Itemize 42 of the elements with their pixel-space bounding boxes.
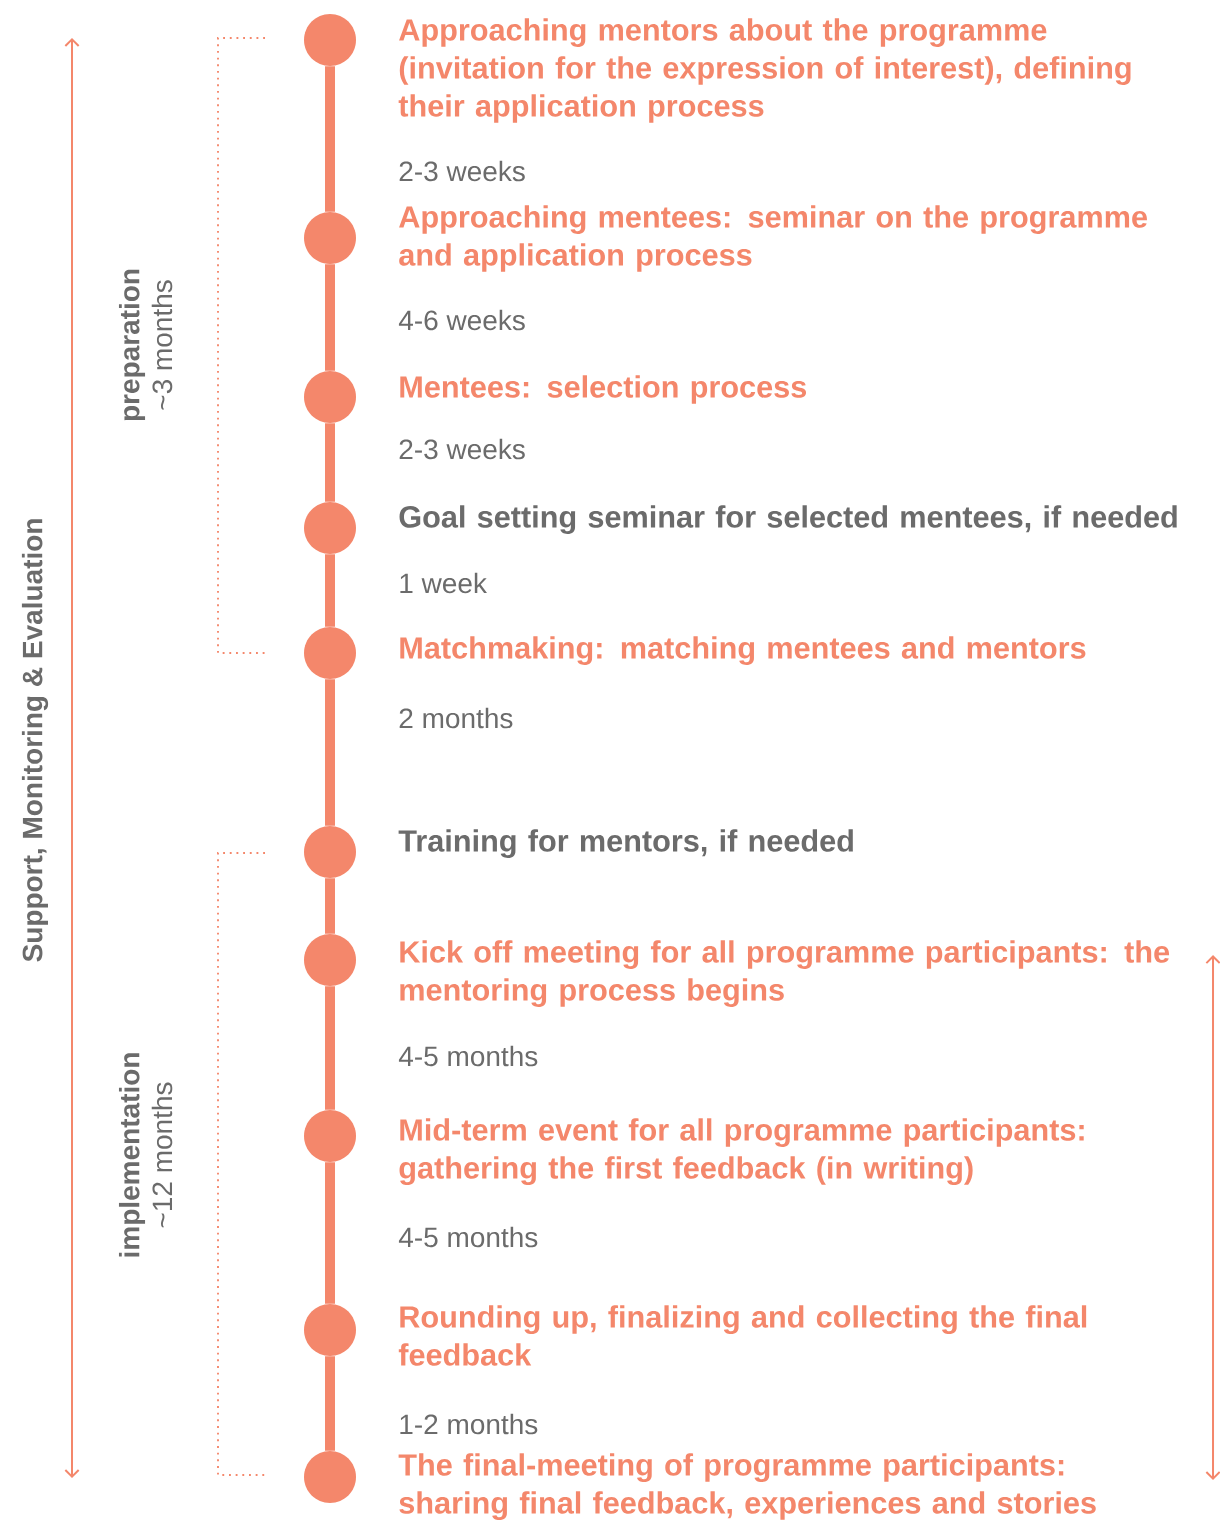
duration-label: 4-5 months [398,1226,538,1248]
timeline-segment [325,679,335,826]
timeline-dot [304,826,356,878]
timeline-dot [304,1304,356,1356]
timeline-dot [304,1451,356,1503]
milestone-title: Rounding up, finalizing and collecting the final feedback [398,1305,1087,1366]
milestone-title: Matchmaking: matching mentees and mentors [400,636,1086,665]
milestone-title: Kick off meeting for all programme participants: the mentoring process begins [400,940,1170,1007]
duration-label: 4-6 weeks [398,309,525,331]
timeline-segment [325,878,335,934]
axis-label: Support, Monitoring & Evaluation [21,519,49,962]
timeline-segment [325,986,335,1110]
timeline-segment [325,66,335,212]
phase-label: implementation [118,1053,146,1257]
milestone-title: Goal setting seminar for selected mentees, if needed [399,505,1177,534]
timeline-segment [325,1162,335,1304]
duration-label: 1 week [400,572,487,594]
duration-label: 2-3 weeks [399,160,525,182]
timeline-segment [325,554,335,627]
duration-label: 1-2 months [400,1413,538,1435]
timeline-dot [304,1110,356,1162]
duration-label: ~3 months [151,280,173,410]
timeline-segment [325,264,335,371]
milestone-title: Training for mentors, if needed [398,829,853,858]
duration-label: 2-3 weeks [399,438,525,460]
milestone-title: Mentees: selection process [400,375,807,404]
duration-label: ~12 months [151,1082,173,1228]
timeline-dot [304,212,356,264]
timeline-dot [304,502,356,554]
milestone-title: Approaching mentors about the programme (invitation for the expression of interest), defining their application process [398,18,1131,123]
duration-label: 4-5 months [398,1045,538,1067]
timeline-segment [325,423,335,502]
milestone-title: Mid-term event for all programme participants: gathering the first feedback (in writing) [399,1118,1084,1185]
milestone-title: Approaching mentees: seminar on the programme and application process [399,205,1147,272]
phase-label: preparation [118,269,146,421]
milestone-title: The final-meeting of programme participants: sharing final feedback, experiences and stories [398,1453,1096,1520]
timeline-segment [325,1356,335,1451]
timeline-dot [304,934,356,986]
timeline-dot [304,14,356,66]
timeline-dot [304,627,356,679]
timeline-dot [304,371,356,423]
duration-label: 2 months [399,707,513,729]
